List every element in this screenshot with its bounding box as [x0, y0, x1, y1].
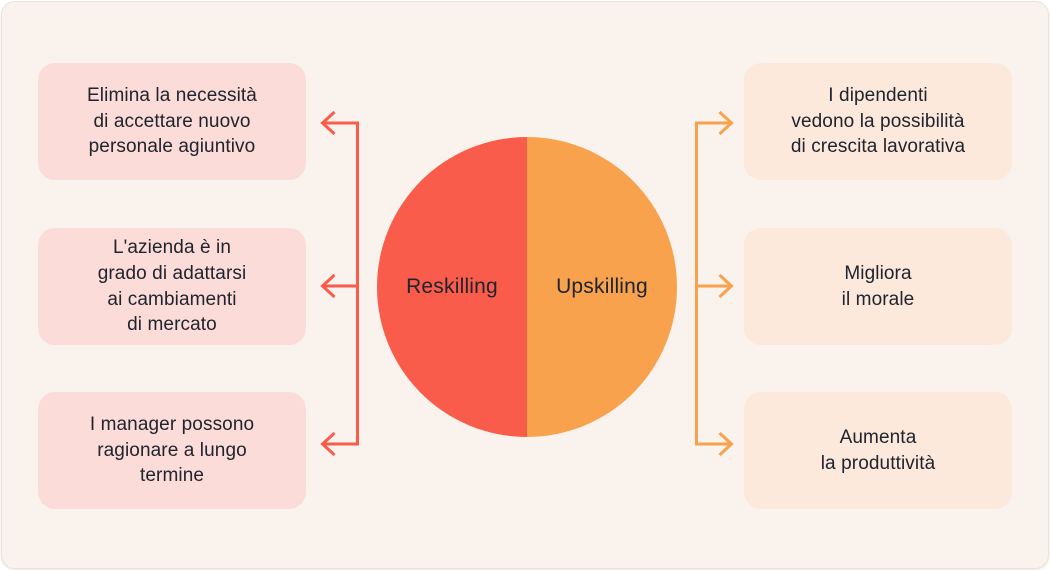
benefit-box-reskilling-2: L'azienda è in grado di adattarsi ai cam… — [38, 228, 306, 345]
reskilling-label: Reskilling — [406, 275, 498, 298]
benefit-text: I manager possono ragionare a lungo term… — [89, 414, 255, 487]
benefit-box-reskilling-3: I manager possono ragionare a lungo term… — [38, 392, 306, 509]
benefit-text: Aumenta la produttività — [820, 426, 936, 474]
upskilling-arrows — [695, 110, 734, 457]
benefit-box-upskilling-1: I dipendenti vedono la possibilità di cr… — [744, 63, 1012, 180]
benefit-text: Migliora il morale — [841, 262, 915, 310]
benefit-box-upskilling-3: Aumenta la produttività — [744, 392, 1012, 509]
venn-circle: Reskilling Upskilling — [377, 137, 677, 437]
benefit-text: Elimina la necessità di accettare nuovo … — [87, 85, 257, 158]
benefit-box-reskilling-1: Elimina la necessità di accettare nuovo … — [38, 63, 306, 180]
upskilling-label: Upskilling — [556, 275, 648, 298]
benefit-text: I dipendenti vedono la possibilità di cr… — [790, 85, 966, 158]
benefit-box-upskilling-2: Migliora il morale — [744, 228, 1012, 345]
benefit-text: L'azienda è in grado di adattarsi ai cam… — [97, 237, 247, 336]
reskilling-arrows — [320, 110, 359, 457]
